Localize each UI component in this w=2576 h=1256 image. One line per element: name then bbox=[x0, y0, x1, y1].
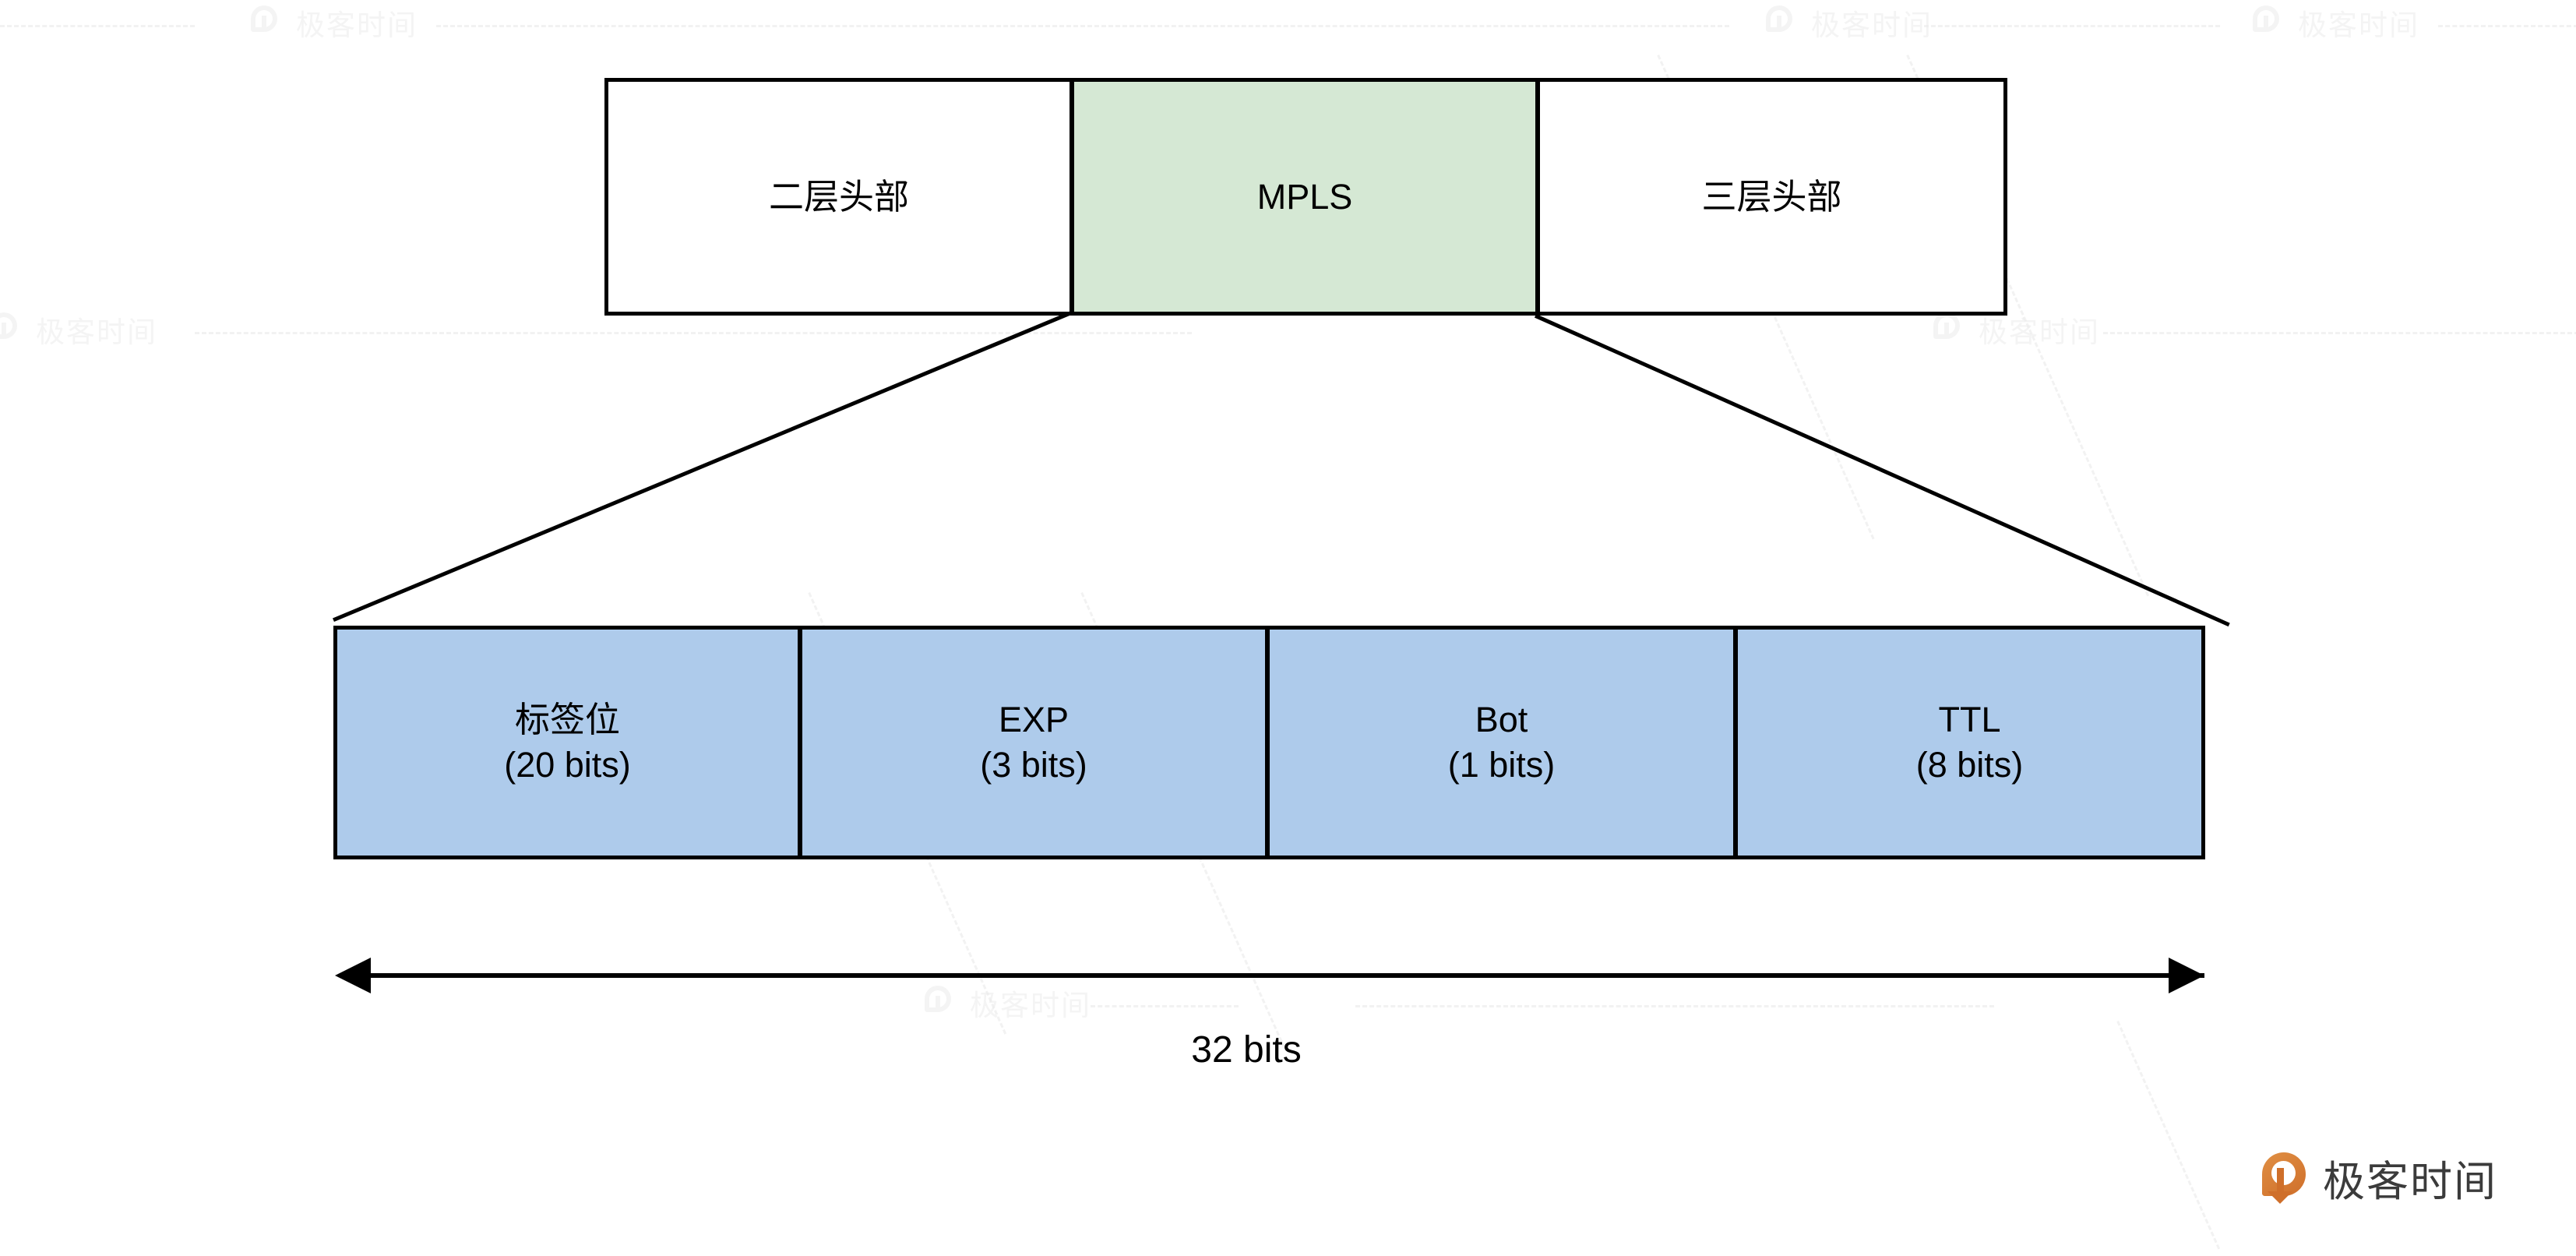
label-field-name: TTL bbox=[1938, 700, 2001, 740]
label-field-name: Bot bbox=[1475, 700, 1528, 740]
expansion-line-left bbox=[333, 310, 1073, 623]
label-field-size: (1 bits) bbox=[1447, 745, 1556, 785]
packet-segment-label: 三层头部 bbox=[1701, 176, 1842, 217]
label-field-exp-field: EXP (3 bits) bbox=[798, 626, 1269, 859]
width-arrow-head-left bbox=[335, 958, 371, 993]
label-field-size: (8 bits) bbox=[1915, 745, 2024, 785]
label-field-text: 标签位 (20 bits) bbox=[504, 697, 631, 787]
label-field-size: (3 bits) bbox=[980, 745, 1087, 785]
label-field-text: EXP (3 bits) bbox=[980, 697, 1087, 787]
label-field-name: EXP bbox=[998, 700, 1070, 740]
label-field-bot-field: Bot (1 bits) bbox=[1266, 626, 1737, 859]
label-field-size: (20 bits) bbox=[504, 745, 631, 785]
width-arrow-head-right bbox=[2169, 958, 2204, 993]
label-field-label-field: 标签位 (20 bits) bbox=[333, 626, 802, 859]
width-arrow-line bbox=[343, 973, 2204, 978]
brand-logo: 极客时间 bbox=[2261, 1147, 2497, 1208]
geektime-pin-icon bbox=[2261, 1152, 2309, 1204]
packet-segment-label: MPLS bbox=[1256, 176, 1353, 217]
packet-segment-mpls: MPLS bbox=[1070, 78, 1539, 316]
label-field-ttl-field: TTL (8 bits) bbox=[1734, 626, 2205, 859]
width-measure-label: 32 bits bbox=[1191, 1029, 1302, 1071]
packet-segment-label: 二层头部 bbox=[768, 176, 909, 217]
packet-segment-l2-header: 二层头部 bbox=[604, 78, 1073, 316]
brand-name: 极客时间 bbox=[2323, 1157, 2497, 1206]
label-field-name: 标签位 bbox=[514, 700, 620, 740]
label-field-text: TTL (8 bits) bbox=[1916, 697, 2024, 787]
packet-segment-l3-header: 三层头部 bbox=[1536, 78, 2007, 316]
expansion-line-right bbox=[1534, 314, 2230, 627]
label-field-text: Bot (1 bits) bbox=[1448, 697, 1556, 787]
